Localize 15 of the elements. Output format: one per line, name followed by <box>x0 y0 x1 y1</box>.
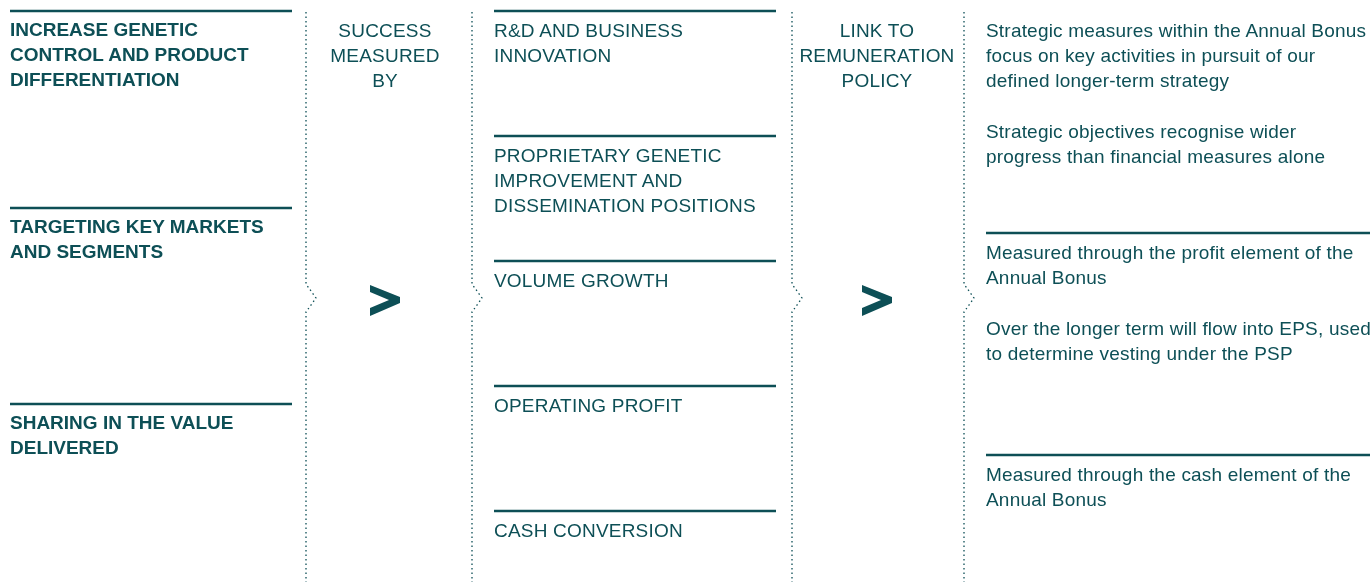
objective-heading: SHARING IN THE VALUE DELIVERED <box>10 411 235 460</box>
measure-text: VOLUME GROWTH <box>494 269 670 293</box>
objective-heading: INCREASE GENETIC CONTROL AND PRODUCT DIFFERENTIATION <box>10 18 250 92</box>
measure-text: R&D AND BUSINESS INNOVATION <box>494 19 685 68</box>
measure-text: CASH CONVERSION <box>494 519 684 543</box>
measure-text: Measured through the profit element of the Annual Bonus <box>986 241 1355 290</box>
measure-text: Strategic objectives recognise wider progress than financial measures alone <box>986 120 1327 169</box>
measure-text: Measured through the cash element of the Annual Bonus <box>986 463 1352 512</box>
measure-text: PROPRIETARY GENETIC IMPROVEMENT AND DISSEMINATION POSITIONS <box>494 144 757 218</box>
measure-text: OPERATING PROFIT <box>494 394 684 418</box>
column-heading: SUCCESS MEASURED BY <box>329 19 441 93</box>
column-heading: LINK TO REMUNERATION POLICY <box>798 19 956 93</box>
measure-text: Strategic measures within the Annual Bonus focus on key activities in pursuit of our defined longer-term strategy <box>986 19 1368 93</box>
measure-text: Over the longer term will flow into EPS, used to determine vesting under the PSP <box>986 317 1372 366</box>
objective-heading: TARGETING KEY MARKETS AND SEGMENTS <box>10 215 265 264</box>
